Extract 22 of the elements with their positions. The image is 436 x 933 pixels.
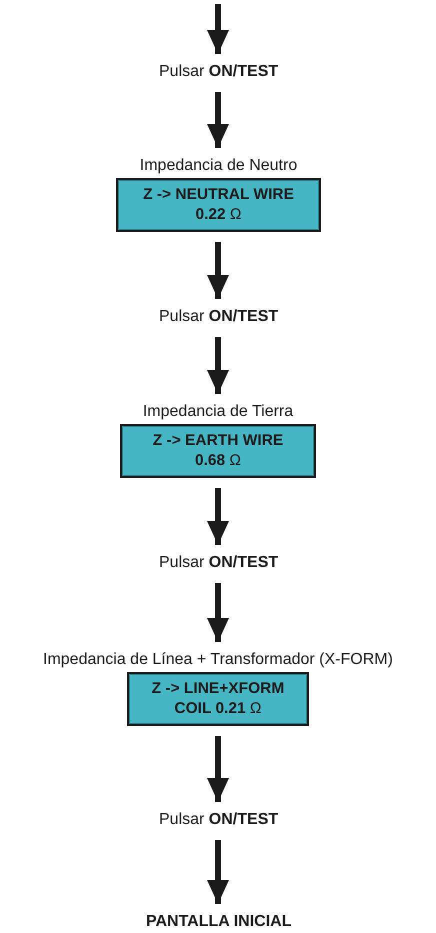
down-arrow: [207, 840, 229, 904]
display-text: Z -> LINE+XFORM: [150, 679, 286, 699]
down-arrow: [207, 583, 229, 642]
down-arrow: [207, 4, 229, 54]
panel-heading: Impedancia de Neutro: [138, 156, 298, 176]
down-arrow: [207, 488, 229, 545]
display-text: COIL 0.21 Ω: [173, 699, 263, 719]
end-step-text: PANTALLA INICIAL: [146, 913, 292, 930]
display-text: 0.68 Ω: [194, 451, 242, 471]
display-text: Z -> EARTH WIRE: [152, 431, 284, 451]
step-text: Pulsar ON/TEST: [159, 554, 278, 571]
step-text: Pulsar ON/TEST: [159, 308, 278, 325]
down-arrow: [207, 92, 229, 148]
down-arrow: [207, 242, 229, 299]
panel-heading: Impedancia de Línea + Transformador (X-FORM): [43, 650, 393, 670]
step-text: Pulsar ON/TEST: [159, 811, 278, 828]
down-arrow: [207, 736, 229, 802]
panel-heading: Impedancia de Tierra: [142, 402, 294, 422]
down-arrow: [207, 337, 229, 394]
display-text: 0.22 Ω: [194, 205, 243, 225]
step-text: Pulsar ON/TEST: [159, 63, 278, 80]
display-text: Z -> NEUTRAL WIRE: [142, 185, 295, 205]
